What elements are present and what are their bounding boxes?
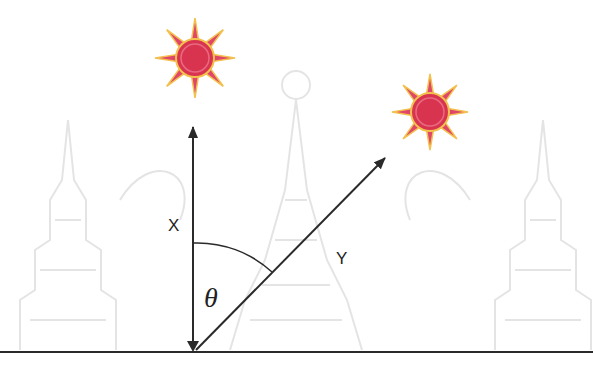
suns bbox=[155, 18, 468, 150]
vector-y bbox=[196, 158, 385, 350]
angle-label: θ bbox=[204, 284, 218, 312]
vector-label: Y bbox=[336, 250, 347, 267]
angle-arc bbox=[193, 243, 272, 272]
watermark bbox=[20, 71, 591, 350]
sun bbox=[392, 74, 468, 150]
vector-label: X bbox=[168, 217, 179, 234]
vector-x bbox=[192, 127, 194, 350]
origin-arrowhead bbox=[187, 341, 199, 352]
sun bbox=[155, 18, 235, 98]
ground-line bbox=[0, 351, 593, 353]
